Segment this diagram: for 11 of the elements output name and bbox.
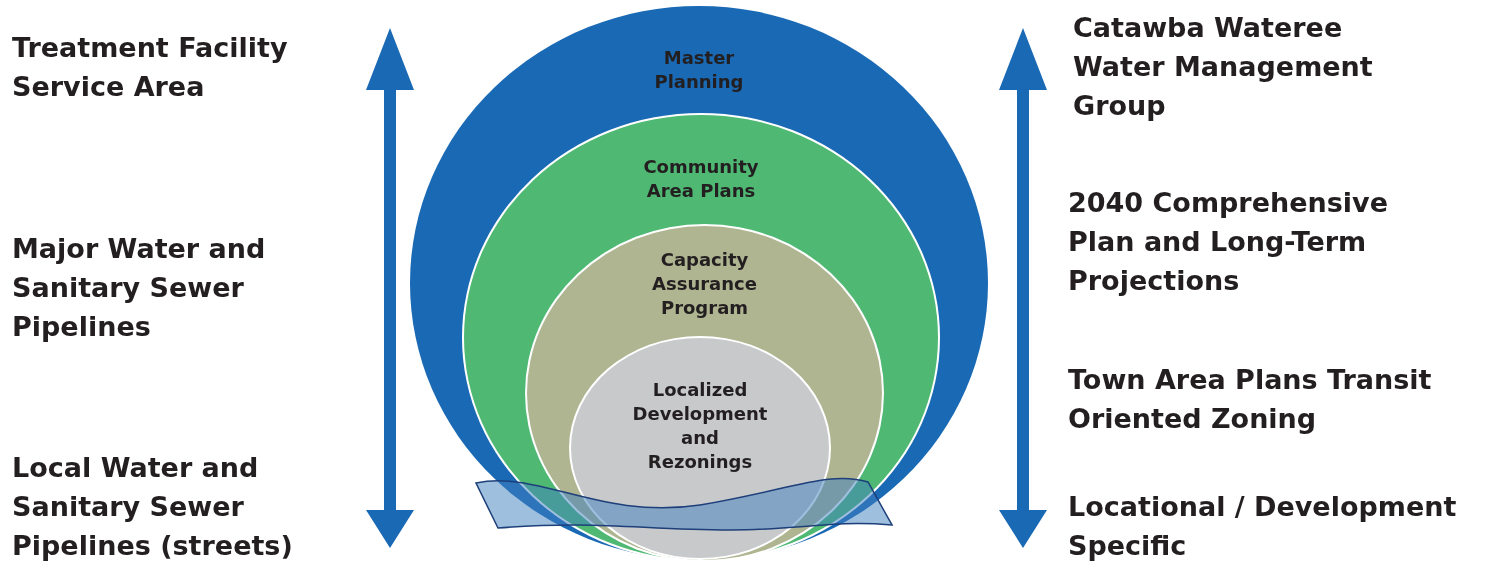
circle-label: Master Planning: [653, 46, 745, 94]
level-label: 2040 Comprehensive Plan and Long-Term Projections: [1068, 186, 1389, 298]
level-label: Treatment Facility Service Area: [12, 31, 289, 104]
circle-label: Community Area Plans: [642, 155, 760, 203]
circle-label: Capacity Assurance Program: [651, 248, 758, 320]
level-label: Catawba Wateree Water Management Group: [1073, 11, 1374, 123]
level-label: Major Water and Sanitary Sewer Pipelines: [12, 232, 267, 344]
level-label: Local Water and Sanitary Sewer Pipelines (streets): [12, 451, 294, 563]
circle-label: Localized Development and Rezonings: [631, 378, 769, 474]
level-label: Locational / Development Specific: [1068, 490, 1458, 563]
level-label: Town Area Plans Transit Oriented Zoning: [1068, 363, 1433, 436]
